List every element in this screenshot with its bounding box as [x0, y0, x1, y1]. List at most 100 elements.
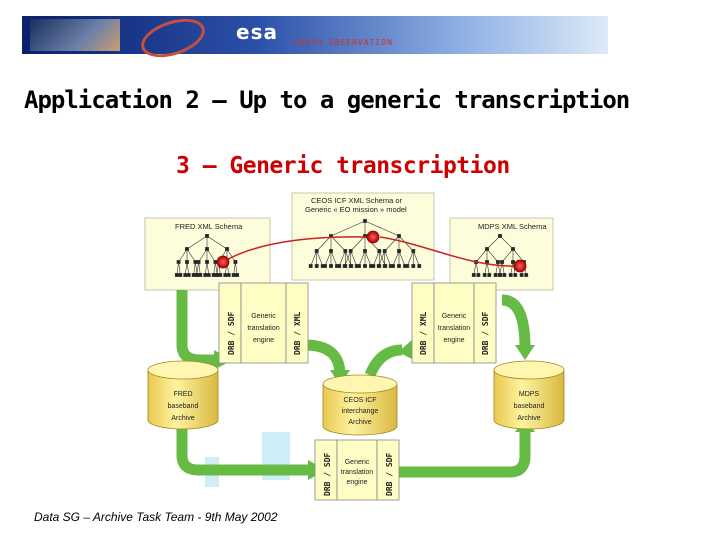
tree-node	[371, 264, 376, 268]
arrow-fred-to-bottom-engine	[176, 428, 312, 476]
ceos-archive-line3: Archive	[348, 419, 371, 426]
tree-edge	[398, 250, 406, 267]
tree-edge	[512, 248, 525, 263]
arrowhead-mdps-in	[515, 345, 535, 360]
ceos-archive-line2: interchange	[342, 408, 379, 415]
tree-node	[397, 264, 401, 268]
esa-logo: esa	[236, 20, 278, 44]
tree-edge	[495, 261, 499, 276]
tree-edge	[364, 220, 400, 237]
tree-node	[308, 264, 313, 268]
tree-edge	[339, 250, 346, 267]
tree-node	[471, 273, 476, 277]
tree-edge	[178, 261, 181, 276]
tree-node	[502, 273, 507, 277]
mdps-archive-line3: Archive	[517, 415, 540, 422]
schema-trees	[174, 219, 529, 277]
mdps-mapping-node	[513, 259, 527, 273]
tree-edge	[345, 250, 352, 267]
ceos-schema-caption-line2: Generic « EO mission » model	[305, 205, 407, 214]
tree-node	[194, 273, 199, 277]
tree-node	[497, 273, 502, 277]
engine-bottom-label-b: DRB / SDF	[385, 452, 394, 496]
tree-edge	[392, 250, 400, 267]
arrow-fred-to-left-engine	[176, 290, 216, 366]
tree-node	[493, 273, 498, 277]
tree-node	[524, 273, 529, 277]
tree-edge	[184, 261, 188, 276]
tree-node	[203, 273, 208, 277]
tree-edge	[501, 248, 514, 263]
footer-text: Data SG – Archive Task Team - 9th May 20…	[34, 510, 278, 524]
arrowhead-right-engine-in	[398, 340, 414, 360]
tree-edge	[379, 250, 386, 267]
tree-edge	[186, 248, 196, 263]
tree-edge	[193, 261, 196, 276]
tree-edge	[178, 248, 188, 263]
fred-archive-line3: Archive	[171, 415, 194, 422]
fred-archive-line2: baseband	[168, 403, 199, 410]
tree-edge	[486, 248, 499, 263]
engine-bottom-side-b	[376, 439, 400, 501]
tree-edge	[497, 261, 501, 276]
engine-right-label-b: DRB / SDF	[481, 311, 490, 355]
tree-node	[391, 264, 395, 268]
ceos-mdps-link	[379, 236, 521, 267]
tree-node	[508, 273, 513, 277]
arrow-right-engine-to-mdps	[501, 294, 531, 349]
engine-bottom-line3: engine	[346, 479, 367, 486]
arrow-ceos-to-right-engine	[364, 344, 403, 378]
tree-node	[226, 273, 231, 277]
tree-node	[231, 273, 236, 277]
tree-edge	[486, 235, 501, 250]
tree-node	[337, 264, 342, 268]
tree-edge	[206, 235, 228, 250]
engine-left-label-b: DRB / XML	[293, 311, 302, 355]
mdps-schema-box	[449, 217, 554, 291]
fred-ceos-link	[222, 236, 367, 263]
tree-node	[476, 273, 481, 277]
tree-edge	[204, 261, 208, 276]
tree-node	[314, 264, 319, 268]
ceos-mapping-node	[366, 230, 380, 244]
satellite-photo	[30, 19, 120, 51]
tree-node	[214, 273, 219, 277]
ceos-archive-line1: CEOS ICF	[343, 397, 376, 404]
tree-edge	[510, 261, 514, 276]
tree-edge	[330, 235, 346, 252]
engine-right-core	[433, 282, 475, 364]
tree-edge	[213, 261, 216, 276]
tree-node	[198, 273, 203, 277]
tree-edge	[384, 250, 391, 267]
tree-node	[487, 273, 492, 277]
tree-node	[174, 273, 179, 277]
tree-edge	[413, 250, 420, 267]
tree-edge	[186, 235, 208, 250]
tree-edge	[398, 235, 414, 252]
fred-archive-cylinder: FRED baseband Archive	[147, 360, 219, 430]
tree-node	[323, 264, 327, 268]
tree-edge	[350, 235, 366, 252]
tree-node	[186, 273, 191, 277]
tree-node	[191, 273, 196, 277]
tree-node	[482, 273, 487, 277]
tree-edge	[364, 250, 372, 267]
tree-node	[223, 273, 228, 277]
engine-left-core	[240, 282, 287, 364]
tree-edge	[198, 261, 201, 276]
engine-bottom: DRB / SDF Generic translation engine DRB…	[314, 439, 400, 501]
tree-node	[178, 273, 183, 277]
tree-node	[405, 264, 410, 268]
tree-edge	[384, 235, 400, 252]
engine-bottom-core	[336, 439, 378, 501]
tree-edge	[235, 261, 238, 276]
tree-edge	[206, 261, 210, 276]
fred-archive-line1: FRED	[173, 391, 192, 398]
tree-node	[342, 264, 347, 268]
tree-node	[513, 273, 518, 277]
tree-edge	[233, 261, 236, 276]
tree-edge	[330, 220, 366, 237]
mdps-archive-line1: MDPS	[519, 391, 540, 398]
engine-left-side-b	[285, 282, 309, 364]
